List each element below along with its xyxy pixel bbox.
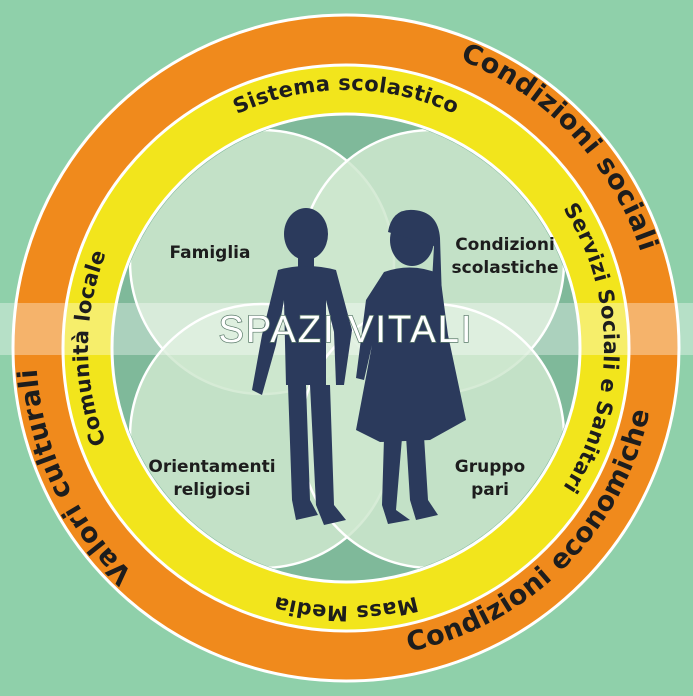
petal-label-scolastiche: scolastiche (452, 258, 559, 278)
petal-label-famiglia: Famiglia (170, 243, 251, 263)
middle-ring-edge (61, 63, 631, 633)
outer-ring-edge (11, 13, 681, 683)
petal-label-orientamenti: Orientamenti (148, 457, 275, 477)
petal-label-religiosi: religiosi (173, 480, 250, 500)
petal-label-condizioni: Condizioni (455, 235, 555, 255)
center-title: SPAZI VITALI (219, 309, 474, 351)
petal-label-gruppo: Gruppo (455, 457, 525, 477)
children-silhouette-icon (252, 208, 466, 525)
petal-label-pari: pari (471, 480, 509, 500)
inner-area-edge (110, 112, 582, 584)
